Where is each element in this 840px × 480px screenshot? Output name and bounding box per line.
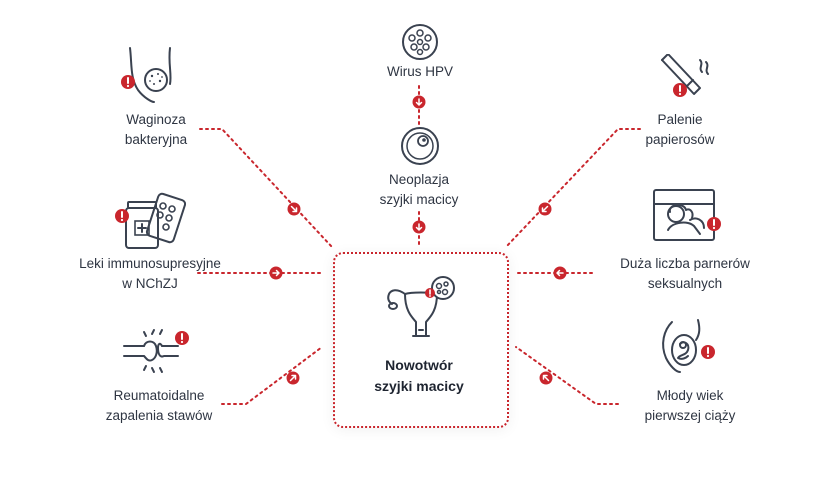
- label-ciaza: Młody wiek pierwszej ciąży: [644, 388, 736, 423]
- joint-inflammation-icon: [123, 329, 189, 373]
- label-palenie: Palenie papierosów: [645, 112, 715, 147]
- connector-palenie: [505, 128, 641, 248]
- label-neoplazja: Neoplazja szyjki macicy: [379, 172, 459, 207]
- label-hpv: Wirus HPV: [386, 64, 453, 79]
- label-partnerzy: Duża liczba parnerów seksualnych: [620, 256, 750, 291]
- cell-icon: [401, 127, 439, 165]
- label-waginoza: Waginoza bakteryjna: [124, 112, 188, 147]
- virus-icon: [402, 24, 438, 60]
- label-leki: Leki immunosupresyjne w NChZJ: [79, 256, 221, 291]
- connector-waginoza: [199, 128, 333, 248]
- label-reumatoidalne: Reumatoidalne zapalenia stawów: [105, 388, 213, 423]
- medication-icon: [115, 192, 186, 249]
- center-box: [333, 252, 509, 428]
- cigarette-icon: [661, 54, 709, 97]
- vaginal-bacteria-icon: [121, 47, 172, 103]
- connector-ciaza: [515, 346, 619, 405]
- connector-reumatoidalne: [221, 346, 323, 405]
- center-title-line2: szyjki macicy: [374, 378, 464, 394]
- couple-bed-icon: [653, 189, 721, 241]
- pregnancy-icon: [662, 319, 715, 373]
- uterus-icon: [387, 276, 455, 337]
- center-title-line1: Nowotwór: [385, 357, 453, 373]
- center-title: Nowotwór szyjki macicy: [333, 355, 505, 397]
